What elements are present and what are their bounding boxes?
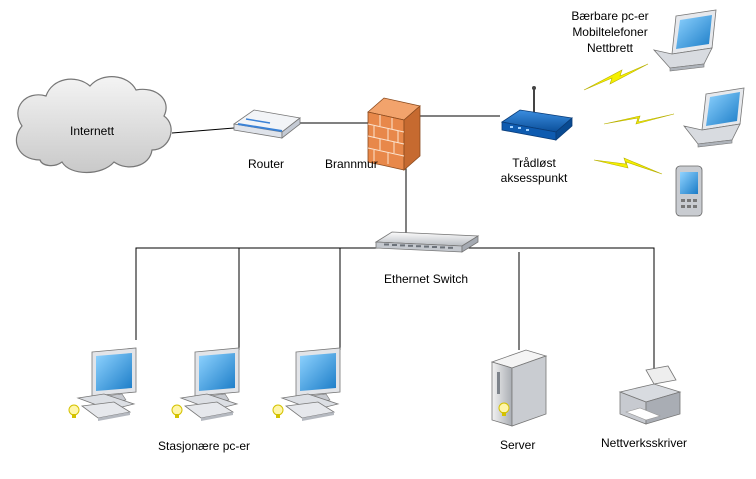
access-point-icon	[500, 86, 573, 141]
firewall-label: Brannmur	[325, 157, 378, 171]
printer-icon	[618, 365, 682, 425]
router-label: Router	[248, 157, 285, 171]
access-point-label: Trådløst aksesspunkt	[494, 156, 574, 186]
server-label: Server	[500, 438, 536, 452]
phone-icon	[675, 165, 703, 217]
internet-label: Internett	[70, 124, 115, 138]
printer-label: Nettverksskriver	[601, 436, 688, 450]
desktop-pc-icon	[68, 347, 137, 421]
line-internet-router	[171, 127, 235, 134]
access-point-label-line1: Trådløst	[512, 156, 556, 170]
wireless-devices-label-phones: Mobiltelefoner	[572, 25, 648, 39]
lightning-icon	[593, 157, 663, 175]
cloud-icon	[16, 76, 172, 173]
lightning-icon	[603, 113, 675, 125]
wireless-devices-label-laptops: Bærbare pc-er	[571, 9, 649, 23]
desktop-pc-icon	[171, 347, 240, 421]
lightning-icons	[583, 63, 675, 175]
wireless-devices-label: Bærbare pc-er Mobiltelefoner Nettbrett	[562, 8, 658, 56]
server-icon	[490, 349, 548, 427]
laptop-icon	[652, 9, 717, 72]
switch-label: Ethernet Switch	[384, 272, 469, 286]
router-icon	[232, 109, 301, 139]
desktops-label: Stasjonære pc-er	[158, 439, 251, 453]
lightning-icon	[583, 63, 649, 91]
access-point-label-line2: aksesspunkt	[500, 171, 568, 185]
desktop-pc-icon	[272, 347, 341, 421]
wireless-devices-label-tablets: Nettbrett	[586, 41, 634, 55]
laptop-icon	[683, 87, 745, 148]
firewall-icon	[367, 97, 421, 171]
switch-icon	[374, 231, 480, 253]
